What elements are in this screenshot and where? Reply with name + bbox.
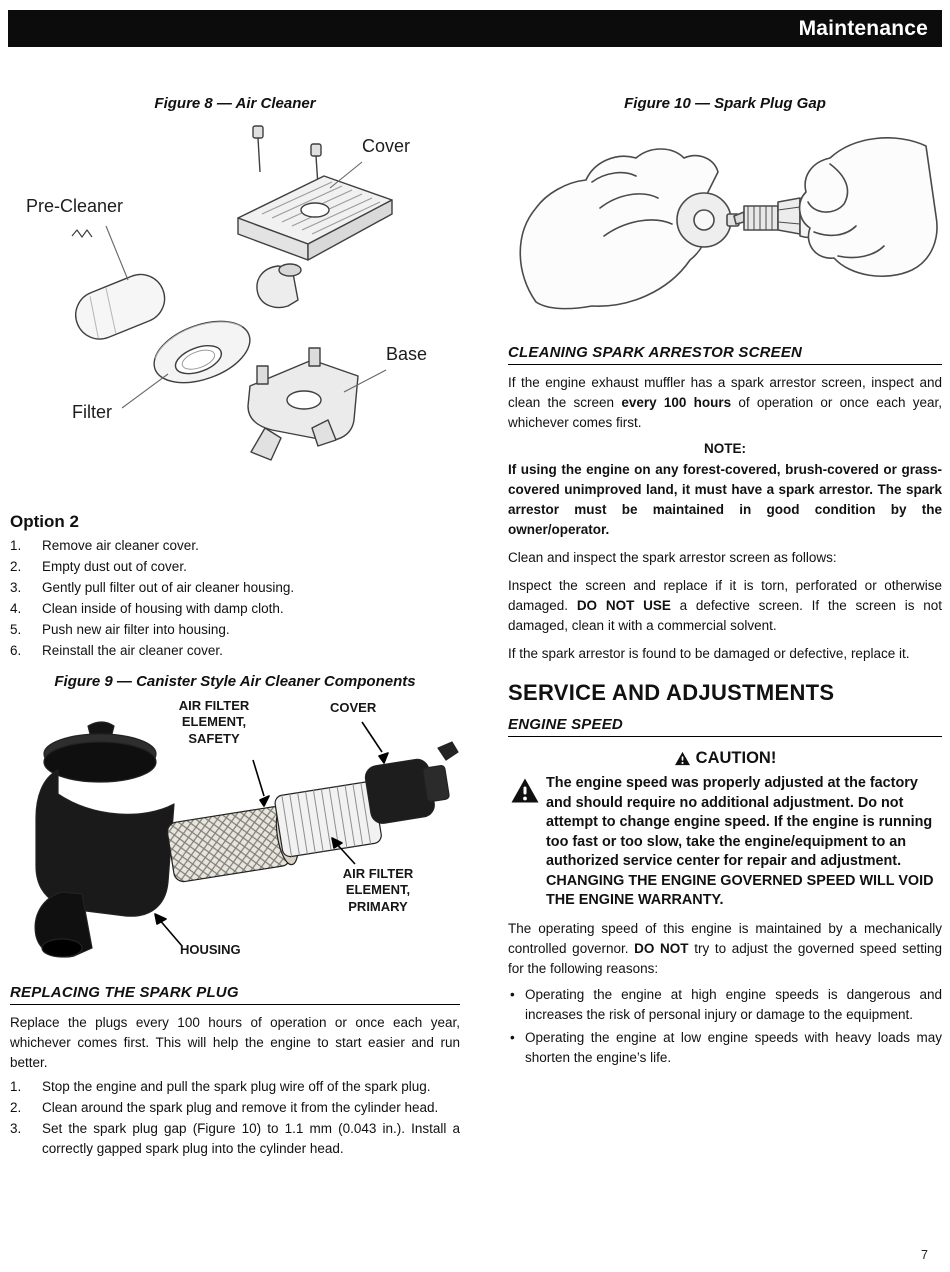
option2-step: Gently pull filter out of air cleaner ho… bbox=[10, 578, 295, 598]
paragraph-bold-text: every 100 hours bbox=[621, 395, 732, 410]
option2-step: Remove air cleaner cover. bbox=[10, 536, 199, 556]
list-item: Operating the engine at low engine speed… bbox=[508, 1028, 942, 1068]
right-column: Figure 10 — Spark Plug Gap bbox=[508, 47, 942, 1071]
warning-triangle-icon bbox=[511, 778, 539, 803]
paragraph-text: of operation or once each year, whicheve… bbox=[508, 395, 942, 430]
arrestor-paragraph-3: Inspect the screen and replace if it is … bbox=[508, 576, 942, 636]
figure9-label-housing: HOUSING bbox=[180, 942, 241, 957]
figure8-illustration: Cover Pre-Cleaner Base Filter bbox=[10, 120, 460, 500]
option2-heading: Option 2 bbox=[10, 512, 79, 531]
page-title: Maintenance bbox=[798, 16, 928, 40]
paragraph-bold-text: DO NOT USE bbox=[576, 598, 671, 613]
figure10-caption: Figure 10 — Spark Plug Gap bbox=[624, 95, 826, 112]
spark-plug-intro: Replace the plugs every 100 hours of ope… bbox=[10, 1015, 460, 1070]
option2-step: Push new air filter into housing. bbox=[10, 620, 230, 640]
spark-plug-steps: Stop the engine and pull the spark plug … bbox=[10, 1077, 460, 1159]
figure8-label-cover: Cover bbox=[362, 136, 411, 156]
service-adjustments-heading: SERVICE AND ADJUSTMENTS bbox=[508, 680, 835, 705]
governor-paragraph: The operating speed of this engine is ma… bbox=[508, 919, 942, 979]
canister-air-cleaner-drawing bbox=[34, 721, 459, 958]
cleaning-arrestor-heading: CLEANING SPARK ARRESTOR SCREEN bbox=[508, 344, 942, 365]
note-label: NOTE: bbox=[704, 441, 746, 456]
note-body: If using the engine on any forest-covere… bbox=[508, 462, 942, 537]
engine-speed-heading: ENGINE SPEED bbox=[508, 716, 942, 737]
replacing-spark-plug-heading: REPLACING THE SPARK PLUG bbox=[10, 984, 460, 1005]
arrestor-paragraph-2: Clean and inspect the spark arrestor scr… bbox=[508, 550, 837, 565]
figure8-caption: Figure 8 — Air Cleaner bbox=[154, 95, 316, 112]
figure9-label-primary-element: AIR FILTER ELEMENT, PRIMARY bbox=[342, 866, 414, 914]
warning-triangle-icon bbox=[674, 751, 690, 766]
figure9-illustration: AIR FILTER ELEMENT, SAFETY COVER AIR FIL… bbox=[10, 696, 460, 968]
figure8-label-pre-cleaner: Pre-Cleaner bbox=[26, 196, 124, 216]
paragraph-text: If the engine exhaust muffler has a spar… bbox=[508, 375, 942, 410]
paragraph-text: a defective screen. If the screen is not… bbox=[508, 598, 943, 633]
spark-plug-gap-drawing bbox=[519, 137, 938, 310]
spark-plug-step: Clean around the spark plug and remove i… bbox=[10, 1098, 439, 1118]
spark-plug-step: Set the spark plug gap (Figure 10) to 1.… bbox=[10, 1119, 460, 1156]
page-number: 7 bbox=[921, 1248, 928, 1262]
option2-steps: Remove air cleaner cover. Empty dust out… bbox=[10, 536, 460, 661]
caution-title: CAUTION! bbox=[508, 749, 942, 768]
arrestor-paragraph-1: If the engine exhaust muffler has a spar… bbox=[508, 373, 942, 433]
figure9-label-cover: COVER bbox=[330, 700, 377, 715]
caution-block: The engine speed was properly adjusted a… bbox=[508, 774, 942, 911]
figure8-label-base: Base bbox=[386, 344, 428, 364]
air-cleaner-exploded-drawing bbox=[71, 125, 393, 461]
option2-step: Reinstall the air cleaner cover. bbox=[10, 641, 223, 661]
caution-title-text: CAUTION! bbox=[695, 749, 777, 767]
paragraph-text: The operating speed of this engine is ma… bbox=[508, 921, 942, 957]
figure9-caption: Figure 9 — Canister Style Air Cleaner Co… bbox=[54, 673, 416, 690]
paragraph-text: Inspect the screen and replace if it is … bbox=[508, 578, 942, 613]
figure9-label-safety-element: AIR FILTER ELEMENT, SAFETY bbox=[178, 698, 250, 746]
paragraph-text: try to adjust the governed speed setting… bbox=[508, 941, 943, 977]
arrestor-paragraph-4: If the spark arrestor is found to be dam… bbox=[508, 646, 910, 661]
list-item: Operating the engine at high engine spee… bbox=[508, 985, 942, 1025]
page-header: Maintenance bbox=[8, 10, 942, 47]
figure8-label-filter: Filter bbox=[72, 402, 112, 422]
option2-step: Empty dust out of cover. bbox=[10, 557, 187, 577]
left-column: Figure 8 — Air Cleaner bbox=[10, 47, 460, 1160]
figure10-illustration bbox=[508, 124, 942, 314]
option2-step: Clean inside of housing with damp cloth. bbox=[10, 599, 284, 619]
caution-body-text: The engine speed was properly adjusted a… bbox=[546, 775, 934, 909]
speed-warning-list: Operating the engine at high engine spee… bbox=[508, 985, 942, 1068]
spark-plug-step: Stop the engine and pull the spark plug … bbox=[10, 1077, 431, 1097]
paragraph-bold-text: DO NOT bbox=[634, 941, 689, 957]
